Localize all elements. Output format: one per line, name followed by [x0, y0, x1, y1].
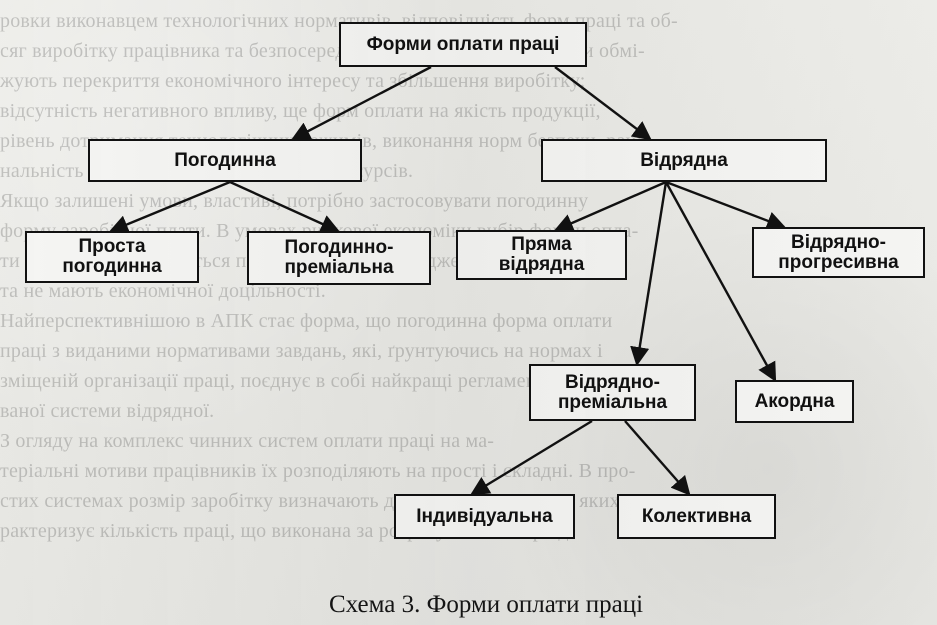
node-hourly-bonus-line-2: преміальна — [284, 257, 394, 278]
connector-hourly-to-hourly-bonus — [229, 180, 341, 233]
connector-hourly-to-simple — [108, 180, 231, 234]
connector-piece-to-direct — [553, 180, 667, 233]
node-payment-forms: Форми оплати праці — [339, 22, 587, 67]
node-piece-bonus-line-1: Відрядно- — [565, 371, 660, 393]
node-simple-hourly-line-1: Проста — [78, 236, 146, 258]
node-collective: Колективна — [617, 494, 776, 539]
node-piece-progressive-text: Відрядно- прогресивна — [778, 231, 899, 273]
node-piece-progressive-line-1: Відрядно- — [791, 231, 886, 253]
connector-piece-bonus-to-collective — [624, 420, 691, 496]
connector-root-to-hourly — [290, 65, 432, 141]
node-simple-hourly-text: Проста погодинна — [62, 237, 161, 277]
connector-piece-bonus-to-individual — [470, 419, 593, 496]
node-piece-bonus-text: Відрядно- преміальна — [557, 371, 668, 413]
node-hourly-bonus-line-1: Погодинно- — [284, 237, 394, 259]
node-direct-piece-line-1: Пряма — [511, 234, 572, 256]
node-piece-label: Відрядна — [640, 149, 728, 171]
node-direct-piece-text: Пряма відрядна — [499, 235, 585, 275]
node-individual: Індивідуальна — [394, 494, 575, 539]
node-direct-piece-line-2: відрядна — [498, 254, 585, 275]
node-simple-hourly-line-2: погодинна — [62, 256, 162, 277]
node-accord: Акордна — [735, 380, 854, 423]
node-individual-label: Індивідуальна — [416, 505, 553, 527]
node-piece-bonus: Відрядно- преміальна — [529, 364, 696, 421]
connector-piece-to-accord — [664, 181, 777, 383]
connector-piece-to-progressive — [665, 180, 787, 230]
node-piece: Відрядна — [541, 139, 827, 182]
node-piece-progressive: Відрядно- прогресивна — [752, 227, 925, 278]
node-hourly-bonus: Погодинно- преміальна — [247, 231, 431, 285]
node-simple-hourly: Проста погодинна — [25, 231, 199, 283]
node-hourly: Погодинна — [88, 139, 362, 182]
diagram-caption: Схема 3. Форми оплати праці — [328, 591, 644, 618]
connector-piece-to-piece-bonus — [630, 181, 668, 367]
node-hourly-label: Погодинна — [174, 149, 276, 171]
node-collective-label: Колективна — [641, 505, 752, 527]
node-direct-piece: Пряма відрядна — [456, 230, 627, 280]
node-piece-bonus-line-2: преміальна — [557, 391, 668, 413]
connector-root-to-piece — [554, 66, 652, 141]
node-hourly-bonus-text: Погодинно- преміальна — [284, 238, 393, 278]
node-accord-label: Акордна — [754, 390, 835, 412]
node-piece-progressive-line-2: прогресивна — [778, 251, 899, 273]
node-payment-forms-label: Форми оплати праці — [366, 33, 560, 55]
